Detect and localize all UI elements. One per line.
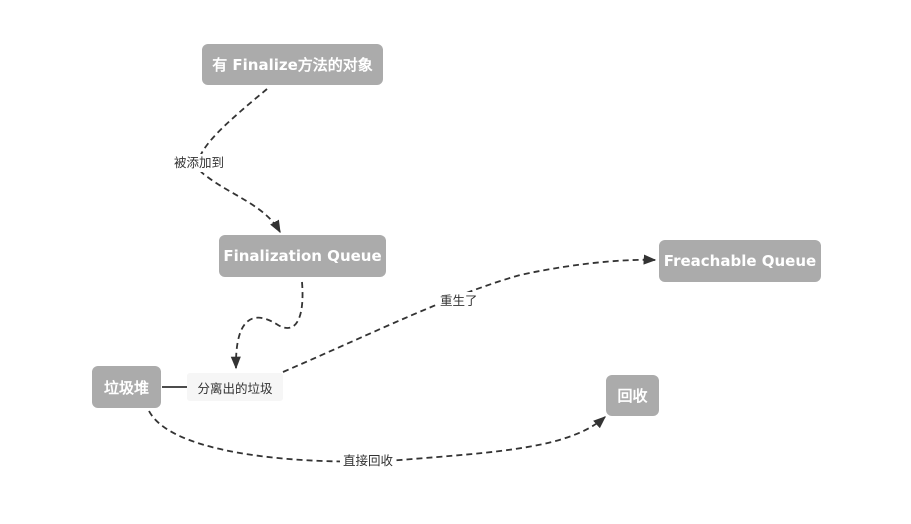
node-garbage-heap[interactable]: 垃圾堆 — [92, 366, 161, 408]
node-finalize-object-label: 有 Finalize方法的对象 — [212, 56, 373, 74]
node-finalization-queue[interactable]: Finalization Queue — [219, 235, 386, 277]
node-finalization-queue-label: Finalization Queue — [223, 247, 382, 265]
node-garbage-heap-label: 垃圾堆 — [103, 378, 149, 397]
node-reclaim-label: 回收 — [617, 387, 648, 405]
edge-label-resurrected: 重生了 — [437, 292, 481, 310]
node-separated-garbage-label: 分离出的垃圾 — [197, 380, 273, 396]
edge-resurrected — [282, 254, 657, 373]
edge-added-to — [197, 88, 281, 234]
node-freachable-queue-label: Freachable Queue — [663, 252, 817, 270]
edge-label-added-to: 被添加到 — [171, 154, 228, 172]
edge-label-direct-reclaim: 直接回收 — [340, 452, 397, 470]
edge-direct-reclaim — [148, 410, 606, 463]
node-freachable-queue[interactable]: Freachable Queue — [659, 240, 821, 282]
node-reclaim[interactable]: 回收 — [606, 375, 659, 416]
node-separated-garbage[interactable]: 分离出的垃圾 — [187, 373, 283, 401]
edge-queue-to-separated — [230, 281, 304, 370]
node-finalize-object[interactable]: 有 Finalize方法的对象 — [202, 44, 383, 85]
